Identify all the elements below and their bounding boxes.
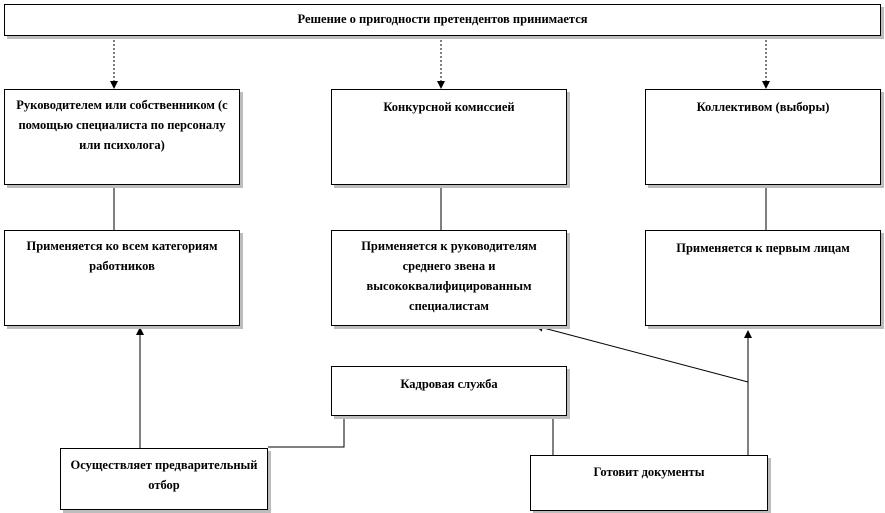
arrow-documents-to-middle: [535, 323, 749, 383]
documents-box: Готовит документы: [530, 455, 768, 511]
first-persons-box: Применяется к первым лицам: [645, 230, 881, 326]
collective-box: Коллективом (выборы): [645, 89, 881, 185]
competition-commission-box: Конкурсной комиссией: [331, 89, 567, 185]
hr-service-box: Кадровая служба: [331, 366, 567, 416]
preselection-box: Осуществляет предварительный отбор: [60, 448, 268, 510]
decision-header-box: Решение о пригодности претендентов прини…: [4, 4, 881, 36]
all-categories-box: Применяется ко всем категориям работнико…: [4, 230, 240, 326]
middle-managers-box: Применяется к руководителям среднего зве…: [331, 230, 567, 326]
line-hr-to-preselection: [268, 416, 345, 448]
owner-box: Руководителем или собственником (с помощ…: [4, 89, 240, 185]
